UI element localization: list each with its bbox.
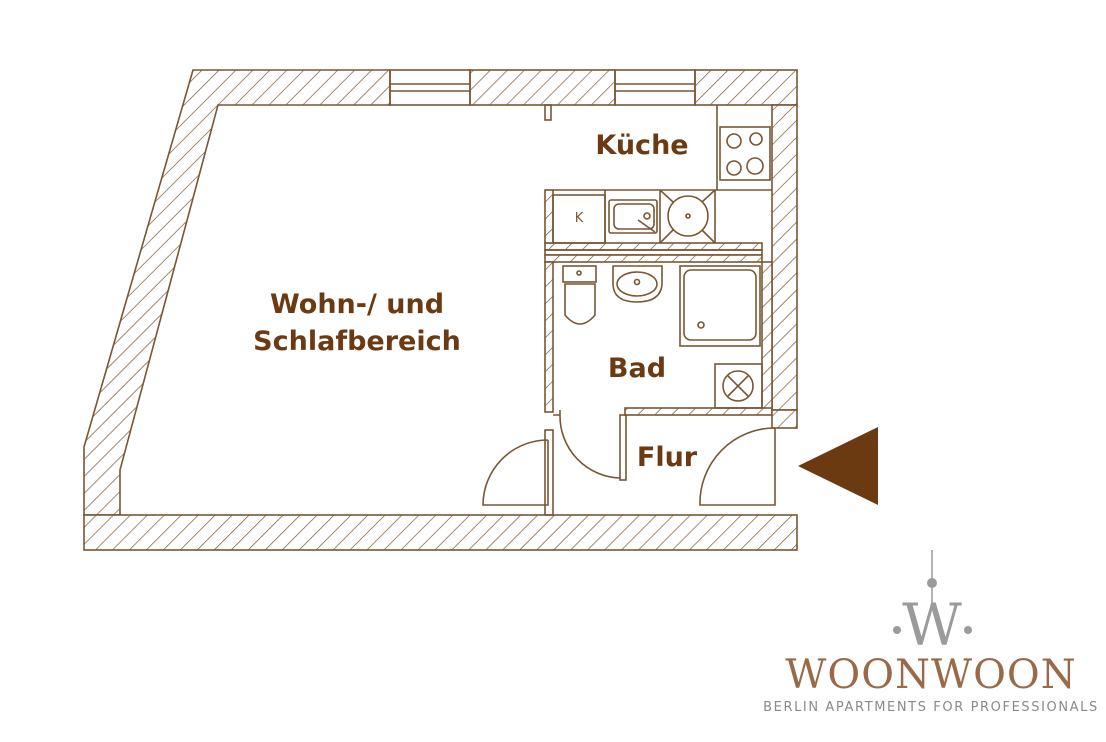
entrance-arrow-icon bbox=[798, 427, 878, 505]
room-label-bath: Bad bbox=[608, 353, 666, 384]
room-door bbox=[482, 439, 549, 506]
washing-machine-icon bbox=[714, 363, 763, 409]
room-label-kitchen: Küche bbox=[595, 130, 688, 161]
washing-basin-round-icon bbox=[659, 189, 716, 244]
kitchen-counter: K bbox=[552, 105, 772, 244]
fridge-label: K bbox=[575, 211, 584, 226]
bath-door bbox=[553, 410, 621, 479]
exterior-walls bbox=[83, 69, 798, 551]
washbasin-icon bbox=[612, 265, 663, 303]
logo-monogram: W bbox=[902, 591, 962, 659]
room-label-hall: Flur bbox=[637, 442, 698, 473]
shower-icon bbox=[679, 265, 761, 347]
logo-tagline: BERLIN APARTMENTS FOR PROFESSIONALS bbox=[763, 700, 1099, 715]
interior-walls bbox=[544, 104, 798, 516]
windows bbox=[389, 69, 696, 106]
room-label-living-2: Schlafbereich bbox=[253, 326, 461, 357]
logo-name: WOONWOON bbox=[785, 652, 1076, 698]
entrance-door bbox=[699, 427, 776, 506]
sink-icon bbox=[608, 199, 658, 234]
room-label-living-1: Wohn-/ und bbox=[270, 289, 444, 320]
stove-icon bbox=[719, 126, 771, 181]
toilet-icon bbox=[562, 265, 597, 325]
woonwoon-logo: W WOONWOON BERLIN APARTMENTS FOR PROFESS… bbox=[763, 550, 1099, 715]
